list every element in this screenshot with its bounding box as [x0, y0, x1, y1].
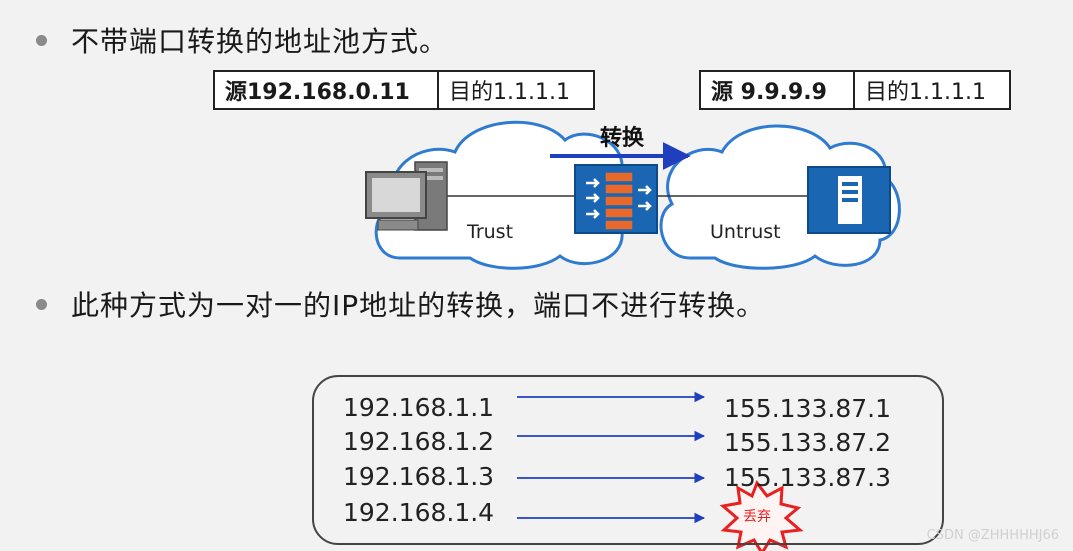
packet-before-dst: 目的1.1.1.1 — [449, 80, 570, 105]
bullet-1: 不带端口转换的地址池方式。 — [36, 20, 448, 60]
computer-icon — [365, 161, 448, 231]
bullet-2: 此种方式为一对一的IP地址的转换，端口不进行转换。 — [36, 284, 765, 324]
mapping-from-1: 192.168.1.1 — [343, 393, 495, 422]
bullet-dot-icon — [36, 298, 47, 310]
watermark: CSDN @ZHHHHHJ66 — [926, 528, 1059, 543]
discard-label: 丢弃 — [743, 509, 771, 525]
mapping-from-4: 192.168.1.4 — [343, 498, 495, 527]
bullet-1-text: 不带端口转换的地址池方式。 — [71, 25, 449, 58]
mapping-from-2: 192.168.1.2 — [343, 427, 495, 456]
mapping-to-2: 155.133.87.2 — [724, 428, 891, 457]
mapping-box — [312, 375, 944, 545]
translate-label: 转换 — [600, 125, 645, 151]
firewall-icon — [574, 164, 658, 234]
packet-after-dst: 目的1.1.1.1 — [865, 80, 986, 105]
mapping-to-1: 155.133.87.1 — [724, 394, 891, 423]
trust-label: Trust — [466, 221, 513, 243]
packet-before-src: 源192.168.0.11 — [215, 72, 439, 108]
bullet-dot-icon — [36, 34, 47, 46]
mapping-to-3: 155.133.87.3 — [724, 463, 891, 492]
mapping-from-3: 192.168.1.3 — [343, 462, 495, 491]
bullet-2-text: 此种方式为一对一的IP地址的转换，端口不进行转换。 — [71, 289, 766, 322]
packet-after: 源 9.9.9.9 目的1.1.1.1 — [699, 70, 1011, 110]
packet-after-src: 源 9.9.9.9 — [701, 72, 855, 108]
untrust-label: Untrust — [710, 221, 781, 243]
server-icon — [807, 166, 891, 234]
packet-before: 源192.168.0.11 目的1.1.1.1 — [213, 70, 595, 110]
discard-burst-icon: 丢弃 — [719, 479, 804, 551]
